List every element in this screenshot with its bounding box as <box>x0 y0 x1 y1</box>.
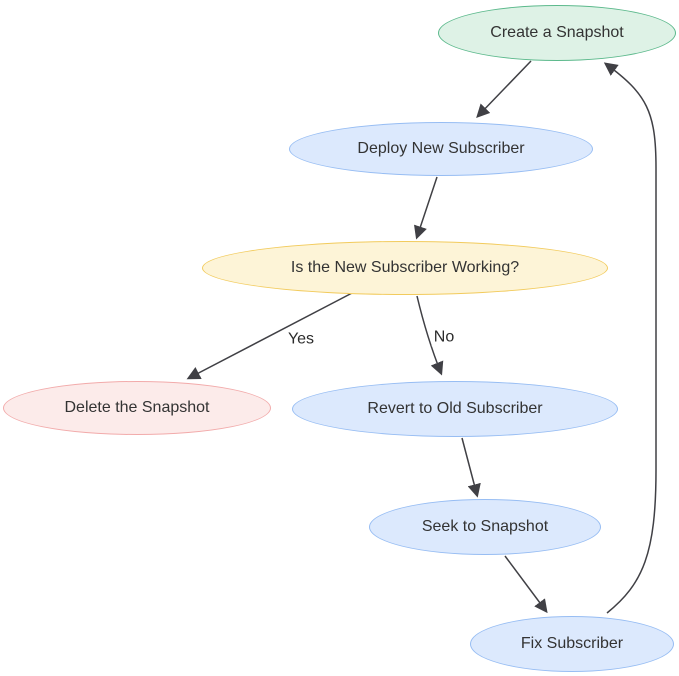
node-deploy-new-subscriber: Deploy New Subscriber <box>289 122 593 176</box>
node-label: Deploy New Subscriber <box>357 140 525 157</box>
node-delete-the-snapshot: Delete the Snapshot <box>3 381 271 435</box>
node-revert-to-old-subscriber: Revert to Old Subscriber <box>292 381 618 437</box>
node-fix-subscriber: Fix Subscriber <box>470 616 674 672</box>
edge-is-the-new-subscriber-working-to-delete-the-snapshot <box>186 291 355 380</box>
edge-seek-to-snapshot-to-fix-subscriber <box>504 555 548 614</box>
edge-create-a-snapshot-to-deploy-new-subscriber <box>476 60 532 118</box>
node-is-the-new-subscriber-working: Is the New Subscriber Working? <box>202 241 608 295</box>
edge-label-yes: Yes <box>285 329 317 349</box>
node-seek-to-snapshot: Seek to Snapshot <box>369 499 601 555</box>
node-label: Delete the Snapshot <box>64 399 210 416</box>
edge-deploy-new-subscriber-to-is-the-new-subscriber-working <box>414 176 438 240</box>
node-label: Fix Subscriber <box>520 635 624 652</box>
node-label: Seek to Snapshot <box>421 518 549 535</box>
edge-is-the-new-subscriber-working-to-revert-to-old-subscriber <box>416 295 444 376</box>
node-create-a-snapshot: Create a Snapshot <box>438 5 676 61</box>
edge-revert-to-old-subscriber-to-seek-to-snapshot <box>461 437 481 498</box>
node-label: Create a Snapshot <box>490 24 624 41</box>
node-label: Revert to Old Subscriber <box>367 400 543 417</box>
edge-fix-subscriber-to-create-a-snapshot <box>603 62 657 614</box>
node-label: Is the New Subscriber Working? <box>290 259 520 276</box>
edge-label-no: No <box>431 327 457 347</box>
